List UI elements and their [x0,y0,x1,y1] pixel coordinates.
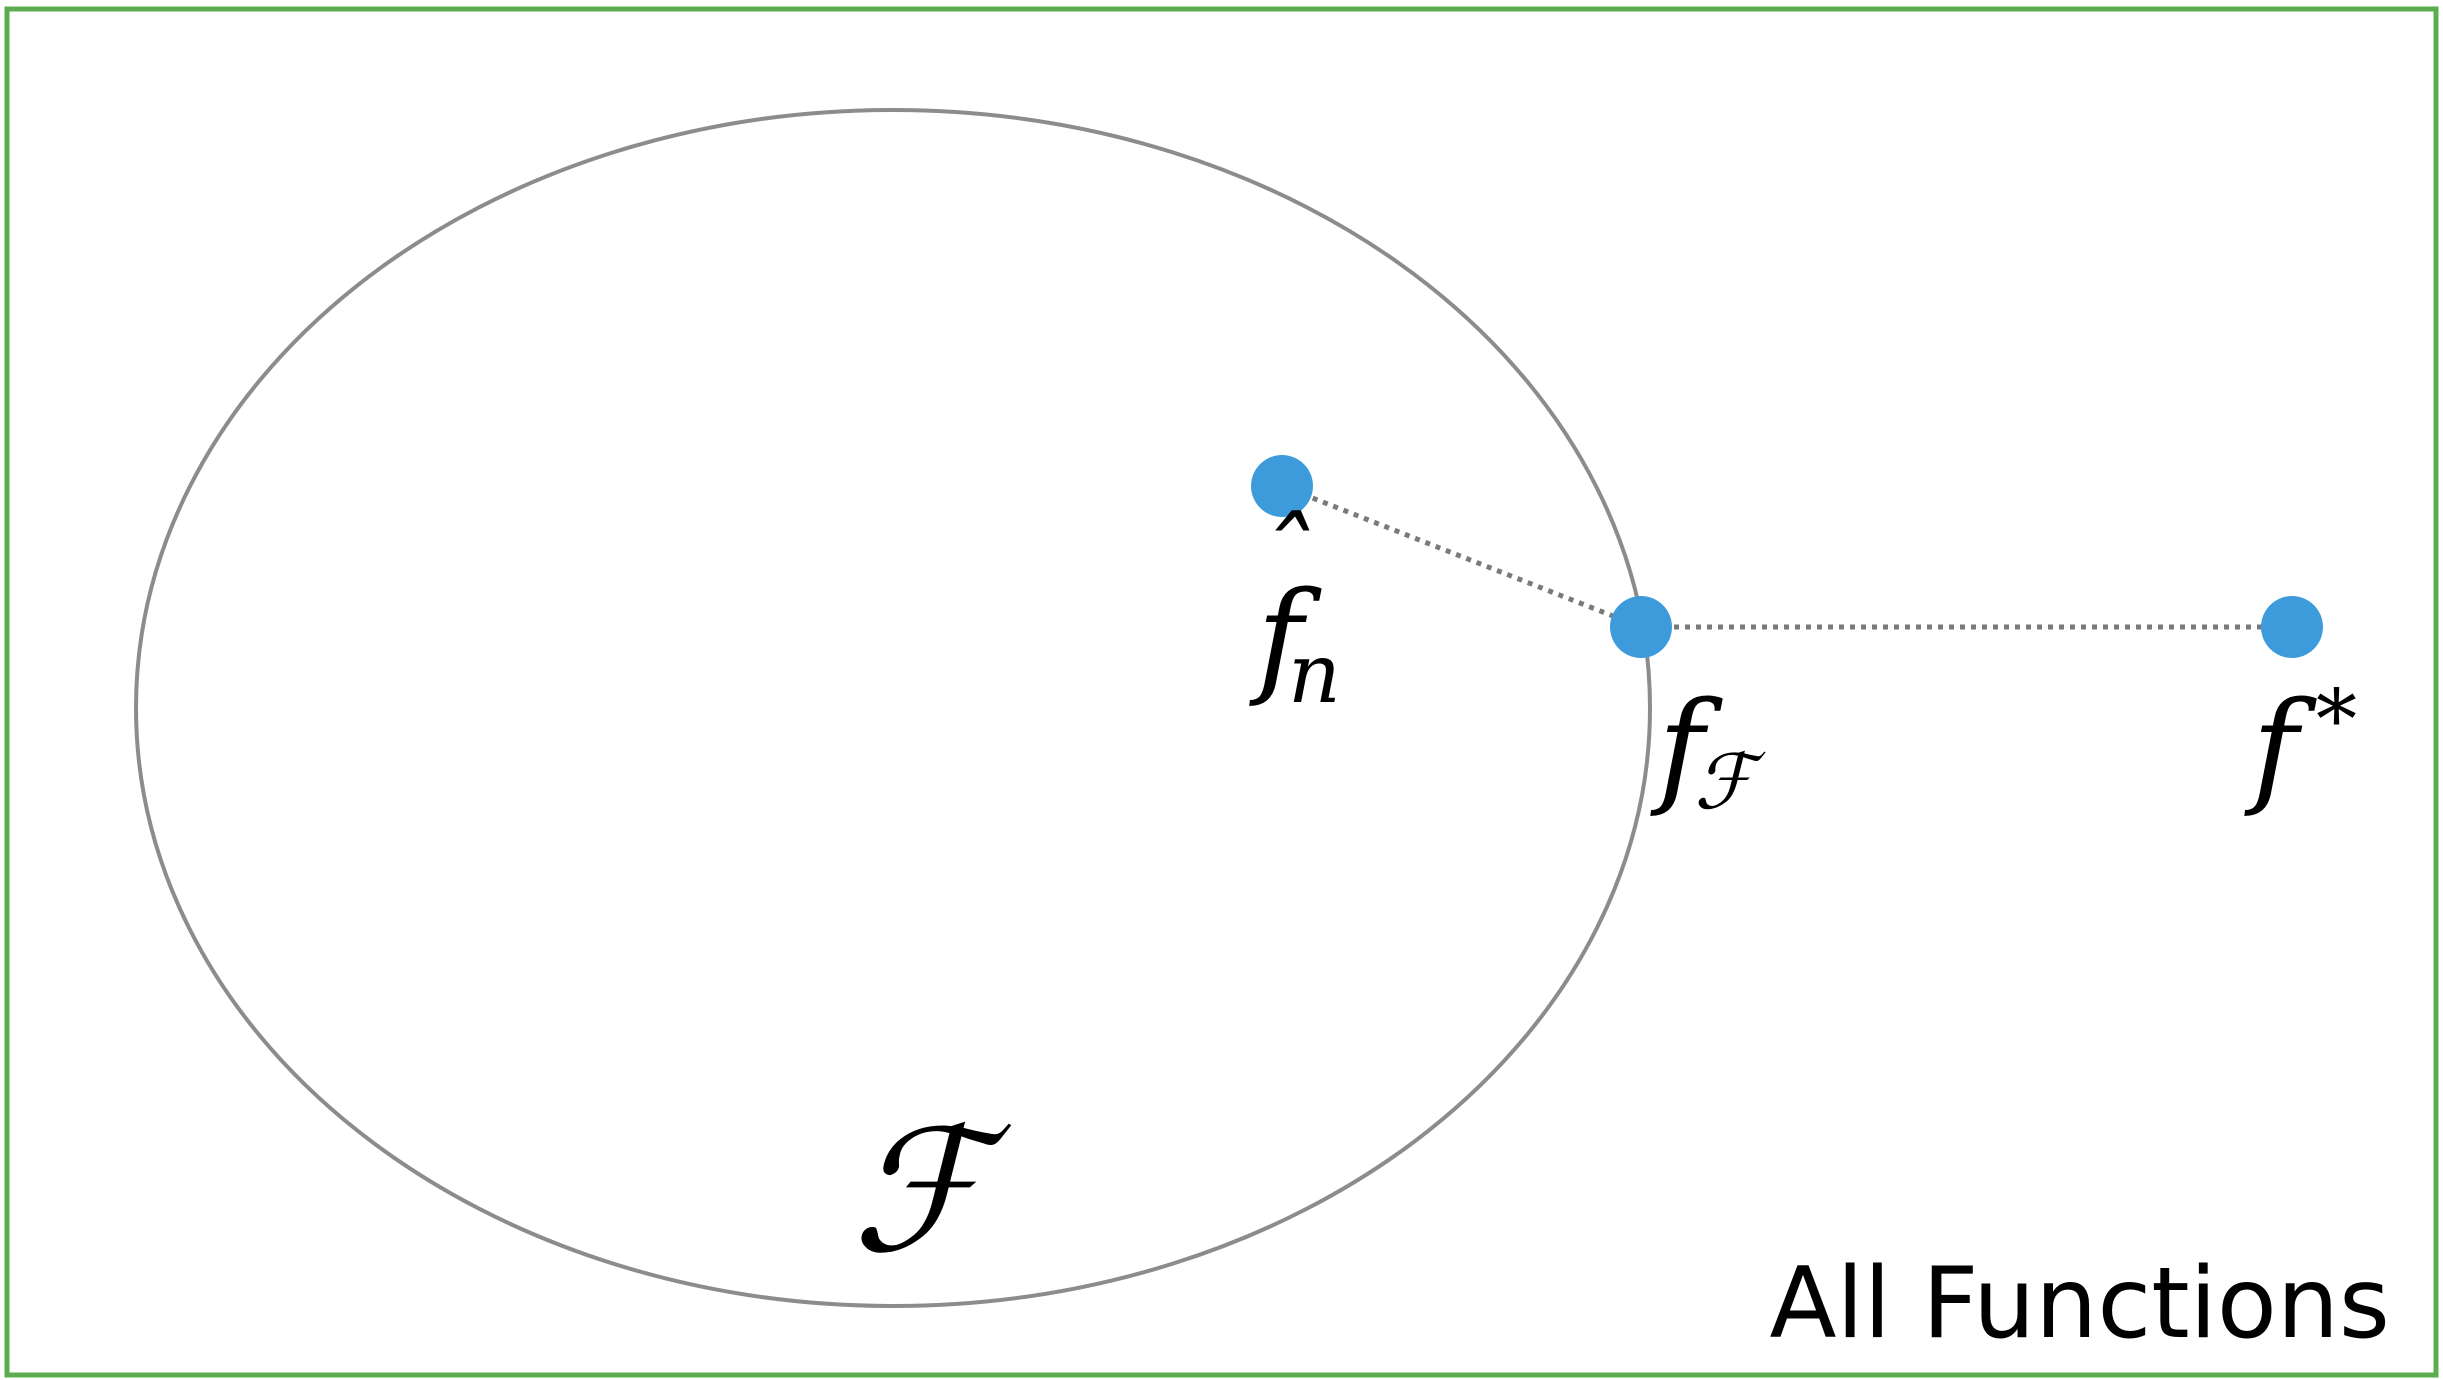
label-f-F-subscript: ℱ [1694,737,1766,826]
hypothesis-set-label: ℱ [851,1093,1012,1291]
label-f-star: f * [2244,673,2357,820]
label-f-star-base: f [2244,675,2317,820]
all-functions-label: All Functions [1769,1247,2390,1361]
connector-fhat-to-fF [1281,483,1642,630]
label-f-star-superscript: * [2316,673,2357,768]
label-f-hat-n-accent: ˆ [1257,496,1312,624]
point-f-star [2261,596,2323,658]
label-f-hat-n-subscript: n [1288,627,1341,722]
point-f-F [1610,596,1672,658]
point-f-hat-n [1251,455,1313,517]
all-functions-frame [4,6,2439,1378]
label-f-F: f ℱ [1650,675,1766,826]
label-f-hat-n: ˆ f n [1249,496,1341,722]
hypothesis-set-ellipse [134,108,1652,1308]
